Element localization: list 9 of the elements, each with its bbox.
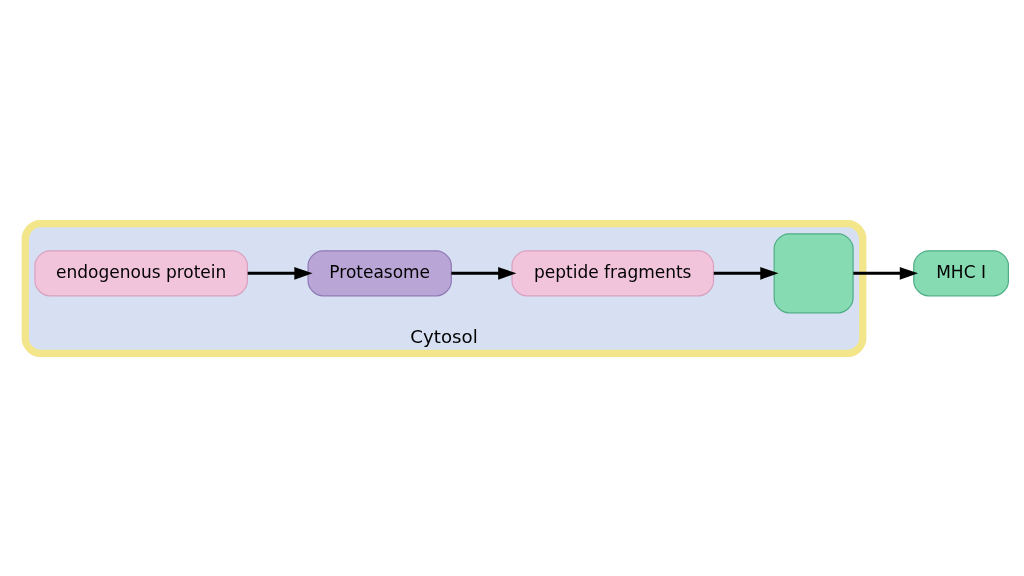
arrow (713, 266, 779, 280)
node-box: peptide fragments (511, 249, 715, 296)
node-box: MHC I (913, 249, 1010, 296)
arrow (853, 266, 919, 280)
arrow (451, 266, 517, 280)
node-box (773, 232, 854, 313)
node-box: Proteasome (307, 249, 452, 296)
arrow (247, 266, 313, 280)
node-box: endogenous protein (34, 249, 248, 296)
